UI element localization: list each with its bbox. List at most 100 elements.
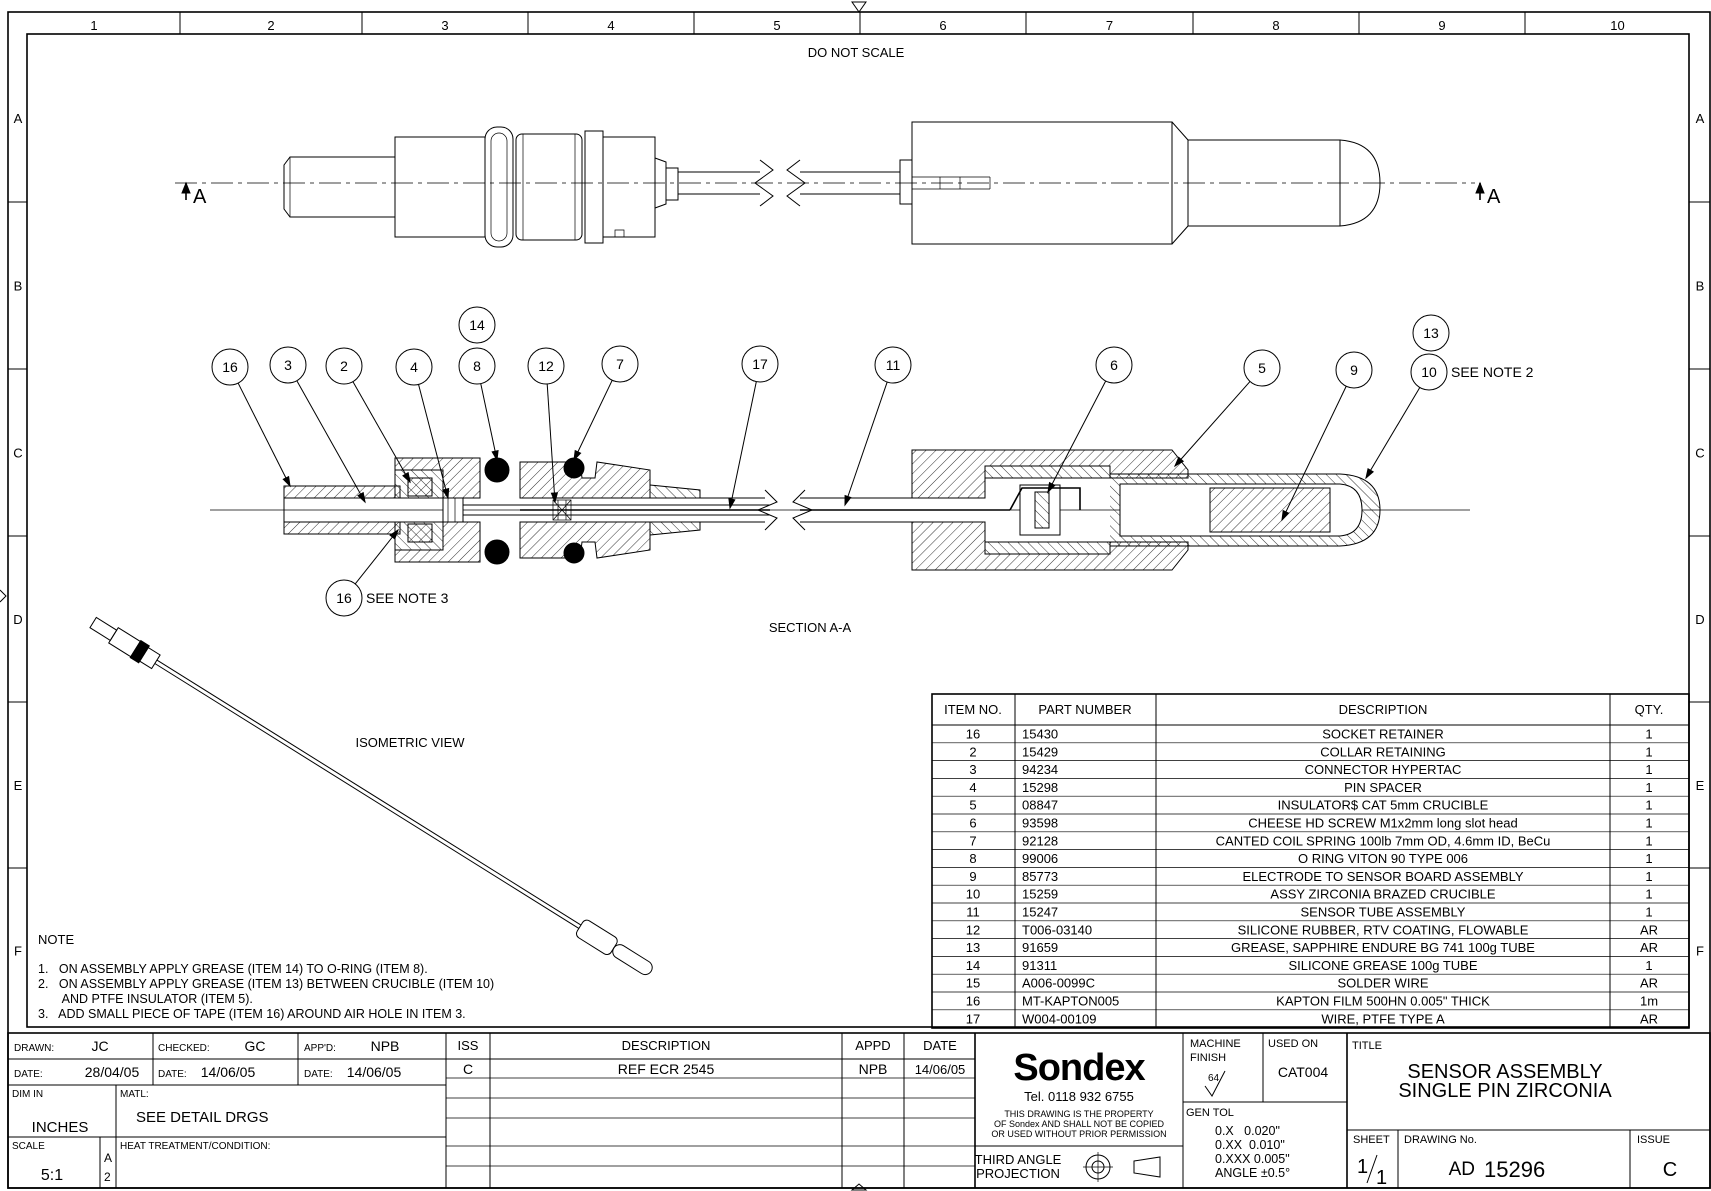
balloon-number: 12 [538, 358, 554, 374]
balloon-item-14: 14 [458, 306, 496, 344]
surface-finish-symbol [1204, 1070, 1226, 1097]
bom-description: SILICONE GREASE 100g TUBE [1288, 958, 1477, 973]
svg-text:DRAWING No.: DRAWING No. [1404, 1134, 1477, 1146]
tolerance-3dp: 0.XXX 0.005" [1215, 1152, 1290, 1166]
bom-part-number: A006-0099C [1022, 976, 1095, 991]
bom-qty: 1 [1645, 905, 1652, 920]
svg-text:SHEET: SHEET [1353, 1134, 1390, 1146]
bom-description: GREASE, SAPPHIRE ENDURE BG 741 100g TUBE [1231, 940, 1535, 955]
svg-text:APPD: APPD [855, 1038, 890, 1053]
grid-column-label: 10 [1610, 18, 1624, 33]
svg-text:MACHINE: MACHINE [1190, 1038, 1241, 1050]
drawing-scale: 5:1 [41, 1167, 63, 1184]
svg-text:TITLE: TITLE [1352, 1040, 1382, 1052]
bom-item-no: 16 [966, 994, 980, 1009]
bom-qty: 1 [1645, 887, 1652, 902]
bom-description: SOCKET RETAINER [1322, 727, 1444, 742]
bom-description: PIN SPACER [1344, 780, 1422, 795]
revision-date: 14/06/05 [915, 1062, 966, 1077]
bom-qty: 1 [1645, 816, 1652, 831]
balloon-item-9: 9 [1281, 351, 1373, 522]
balloon-item-7: 7 [573, 345, 639, 462]
bill-of-materials: ITEM NO. PART NUMBER DESCRIPTION QTY. 16… [931, 693, 1690, 1029]
svg-text:DRAWN:: DRAWN: [14, 1043, 54, 1054]
used-on: CAT004 [1278, 1064, 1329, 1080]
svg-text:DATE:: DATE: [158, 1069, 187, 1080]
surface-finish-value: 64 [1208, 1073, 1220, 1084]
sheet-size-letter: A [104, 1151, 112, 1165]
balloon-item-6: 6 [1047, 346, 1133, 494]
bom-qty: 1 [1645, 833, 1652, 848]
bom-part-number: 91311 [1022, 958, 1057, 973]
sheet-size-number: 2 [104, 1170, 111, 1184]
balloon-item-16: 16 [211, 348, 291, 488]
svg-text:DESCRIPTION: DESCRIPTION [622, 1038, 711, 1053]
bom-part-number: 85773 [1022, 869, 1058, 884]
balloon-number: 16 [222, 359, 238, 375]
bom-part-number: 15247 [1022, 905, 1058, 920]
section-marker-left: A [181, 181, 207, 208]
bom-qty: AR [1640, 940, 1658, 955]
grid-row-label: C [13, 446, 22, 461]
grid-column-label: 6 [939, 18, 946, 33]
section-view [210, 449, 1470, 571]
balloon-number: 3 [284, 357, 292, 373]
centering-mark-bottom [850, 1183, 868, 1191]
balloon-item-5: 5 [1173, 349, 1281, 468]
date-approved: 14/06/05 [347, 1064, 402, 1080]
grid-row-label: E [14, 778, 23, 793]
bom-qty: AR [1640, 976, 1658, 991]
bom-part-number: 08847 [1022, 798, 1058, 813]
note-line: 3. ADD SMALL PIECE OF TAPE (ITEM 16) ARO… [38, 1007, 466, 1021]
bom-part-number: MT-KAPTON005 [1022, 994, 1119, 1009]
bom-item-no: 14 [966, 958, 980, 973]
svg-text:SCALE: SCALE [12, 1141, 45, 1152]
grid-column-label: 1 [90, 18, 97, 33]
bom-part-number: 99006 [1022, 851, 1058, 866]
balloon-number: 7 [616, 356, 624, 372]
svg-text:APP'D:: APP'D: [304, 1043, 336, 1054]
tolerance-1dp: 0.X 0.020" [1215, 1124, 1280, 1138]
sheet-total: 1 [1376, 1167, 1387, 1189]
grid-row-label: F [1696, 944, 1704, 959]
third-angle-projection-symbol [1083, 1152, 1161, 1182]
balloon-item-13: 13 [1412, 314, 1450, 352]
bom-qty: 1 [1645, 744, 1652, 759]
company-logo: Sondex [1013, 1047, 1145, 1089]
bom-header-qty: QTY. [1635, 702, 1664, 717]
revision-approver: NPB [859, 1061, 888, 1077]
bom-qty: 1 [1645, 851, 1652, 866]
drawing-number-prefix: AD [1449, 1159, 1475, 1180]
grid-row-label: A [14, 111, 23, 126]
svg-text:A: A [193, 186, 207, 208]
svg-text:A: A [1487, 186, 1501, 208]
drawing-title-line-1: SENSOR ASSEMBLY [1407, 1061, 1602, 1083]
exterior-view: A A [175, 121, 1501, 248]
grid-row-label: D [13, 612, 22, 627]
bom-part-number: T006-03140 [1022, 922, 1092, 937]
bom-description: INSULATOR$ CAT 5mm CRUCIBLE [1278, 798, 1489, 813]
svg-text:ISSUE: ISSUE [1637, 1134, 1670, 1146]
grid-row-label: A [1696, 111, 1705, 126]
note-line: AND PTFE INSULATOR (ITEM 5). [38, 992, 253, 1006]
svg-text:CHECKED:: CHECKED: [158, 1043, 210, 1054]
bom-description: CANTED COIL SPRING 100lb 7mm OD, 4.6mm I… [1216, 833, 1551, 848]
bom-qty: AR [1640, 922, 1658, 937]
grid-column-label: 5 [773, 18, 780, 33]
bom-item-no: 7 [969, 833, 976, 848]
date-drawn: 28/04/05 [85, 1064, 140, 1080]
note-line: 1. ON ASSEMBLY APPLY GREASE (ITEM 14) TO… [38, 962, 428, 976]
bom-description: COLLAR RETAINING [1320, 744, 1445, 759]
balloon-note: SEE NOTE 3 [366, 590, 449, 606]
isometric-view: ISOMETRIC VIEW [89, 616, 653, 976]
bom-qty: 1 [1645, 798, 1652, 813]
